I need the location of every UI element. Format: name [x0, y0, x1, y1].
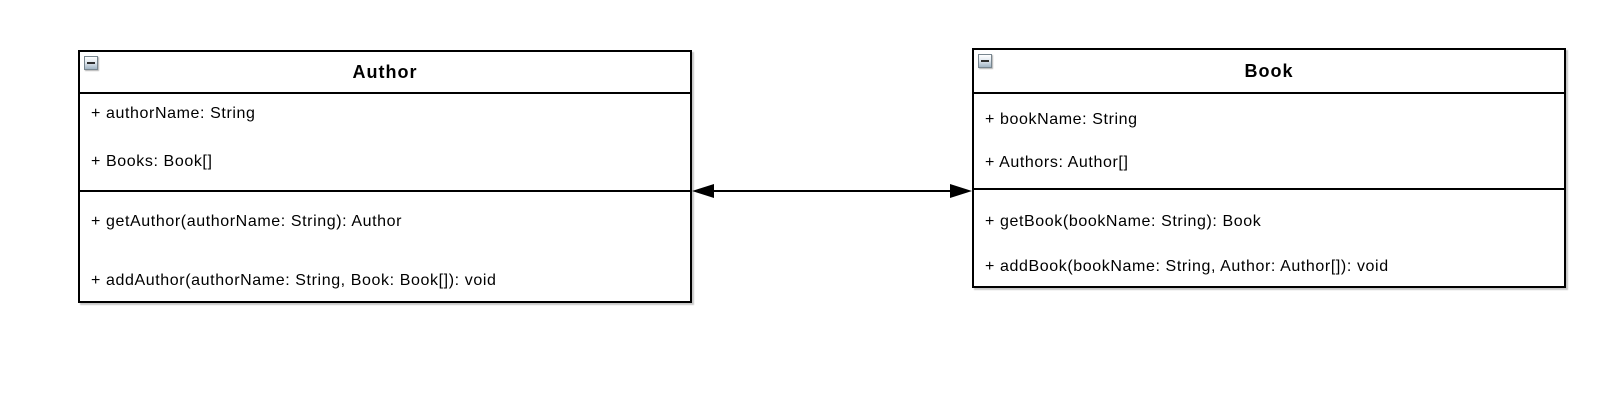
attribute-row[interactable]: + authorName: String	[91, 105, 256, 122]
attribute-row[interactable]: + bookName: String	[985, 111, 1138, 128]
methods-section-book: + getBook(bookName: String): Book + addB…	[974, 190, 1564, 286]
class-box-book[interactable]: Book + bookName: String + Authors: Autho…	[972, 48, 1566, 288]
attributes-section-book: + bookName: String + Authors: Author[]	[974, 94, 1564, 190]
method-row[interactable]: + getBook(bookName: String): Book	[985, 213, 1262, 230]
method-row[interactable]: + getAuthor(authorName: String): Author	[91, 213, 403, 230]
collapse-minus-icon[interactable]	[978, 54, 992, 68]
methods-section-author: + getAuthor(authorName: String): Author …	[80, 192, 690, 301]
collapse-minus-icon[interactable]	[84, 56, 98, 70]
arrowhead-right-icon	[950, 184, 972, 198]
class-header-author: Author	[80, 52, 690, 94]
method-row[interactable]: + addBook(bookName: String, Author: Auth…	[985, 258, 1389, 275]
minus-icon	[87, 62, 95, 64]
class-title-book: Book	[1244, 60, 1294, 81]
method-row[interactable]: + addAuthor(authorName: String, Book: Bo…	[91, 272, 497, 289]
association-arrow[interactable]	[690, 177, 974, 205]
attribute-row[interactable]: + Books: Book[]	[91, 153, 213, 170]
arrowhead-left-icon	[692, 184, 714, 198]
attribute-row[interactable]: + Authors: Author[]	[985, 154, 1129, 171]
minus-icon	[981, 60, 989, 62]
class-header-book: Book	[974, 50, 1564, 94]
class-title-author: Author	[352, 61, 418, 82]
attributes-section-author: + authorName: String + Books: Book[]	[80, 94, 690, 192]
class-box-author[interactable]: Author + authorName: String + Books: Boo…	[78, 50, 692, 303]
